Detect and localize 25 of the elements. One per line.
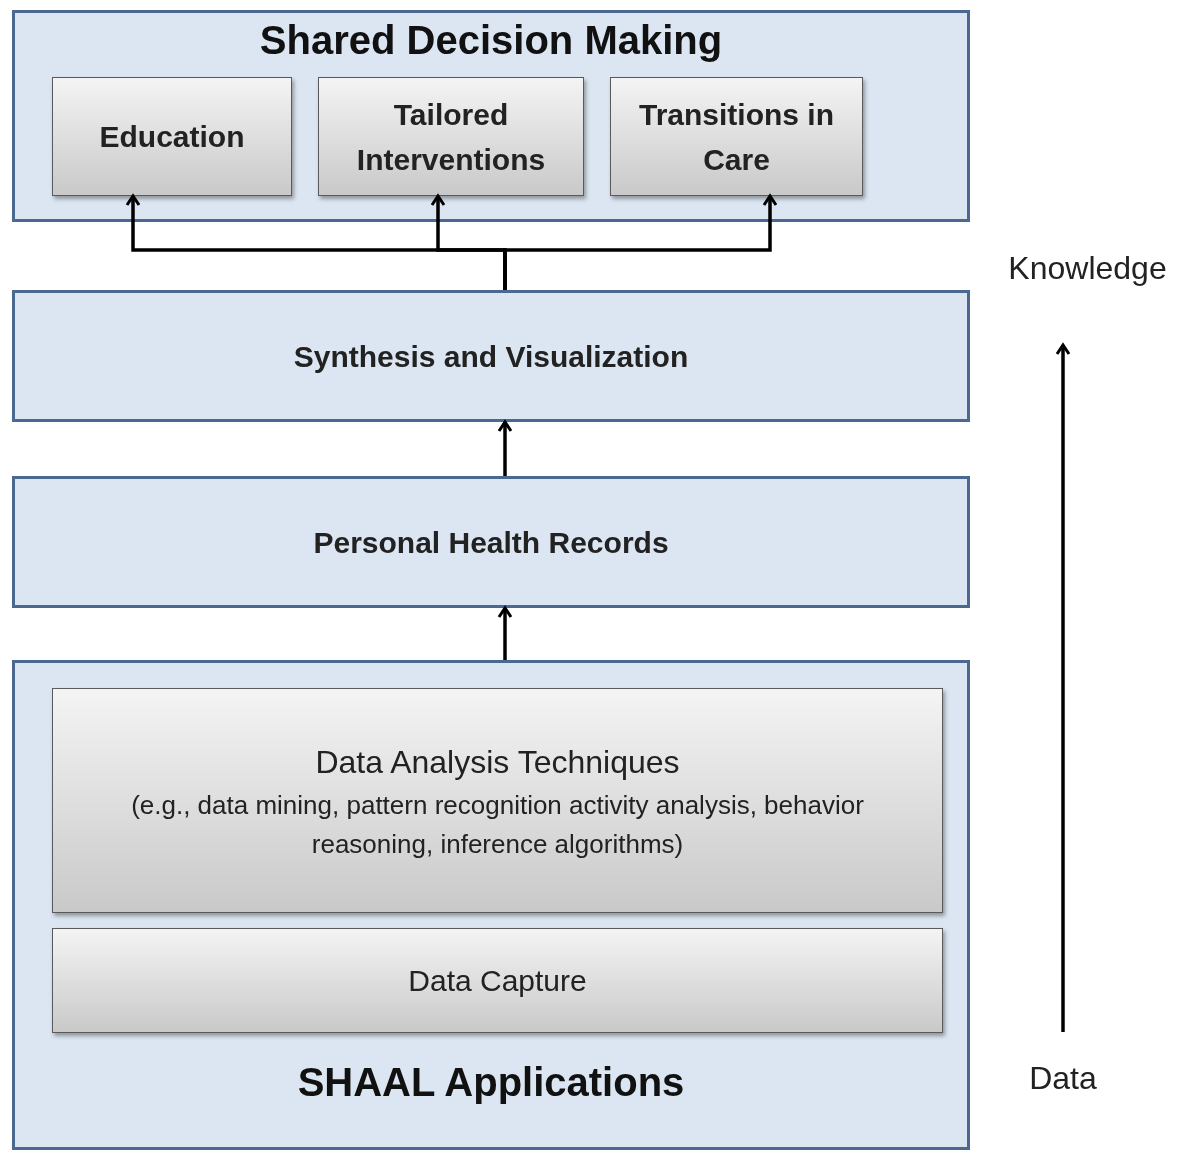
box-label: Personal Health Records	[312, 524, 670, 561]
arrow	[497, 606, 513, 660]
panel-heading: SHAAL Applications	[296, 1060, 686, 1105]
arrow	[497, 420, 513, 476]
process-box	[318, 77, 584, 196]
process-box	[610, 77, 863, 196]
arrow	[1055, 343, 1071, 1032]
box-label: Synthesis and Visualization	[292, 338, 690, 375]
axis-label: Data	[1010, 1056, 1116, 1100]
process-box	[52, 928, 943, 1033]
example-list: (e.g., data mining, pattern recognition activity analysis, behavior reasoning, inference algorithms)	[87, 785, 908, 864]
layer-panel	[12, 660, 970, 1150]
box-label: Transitions in Care	[638, 96, 835, 178]
box-label: Tailored Interventions	[355, 96, 547, 178]
layer-panel	[12, 290, 970, 422]
panel-heading: Shared Decision Making	[258, 18, 724, 63]
box-label: Data Capture	[407, 963, 588, 999]
box-label: Education	[98, 119, 246, 155]
layer-panel	[12, 10, 970, 222]
arrow	[503, 194, 778, 290]
process-box	[52, 77, 292, 196]
layer-panel	[12, 476, 970, 608]
process-box	[52, 688, 943, 913]
box-label: Data Analysis Techniques	[314, 742, 681, 782]
axis-label: Knowledge	[990, 246, 1185, 290]
